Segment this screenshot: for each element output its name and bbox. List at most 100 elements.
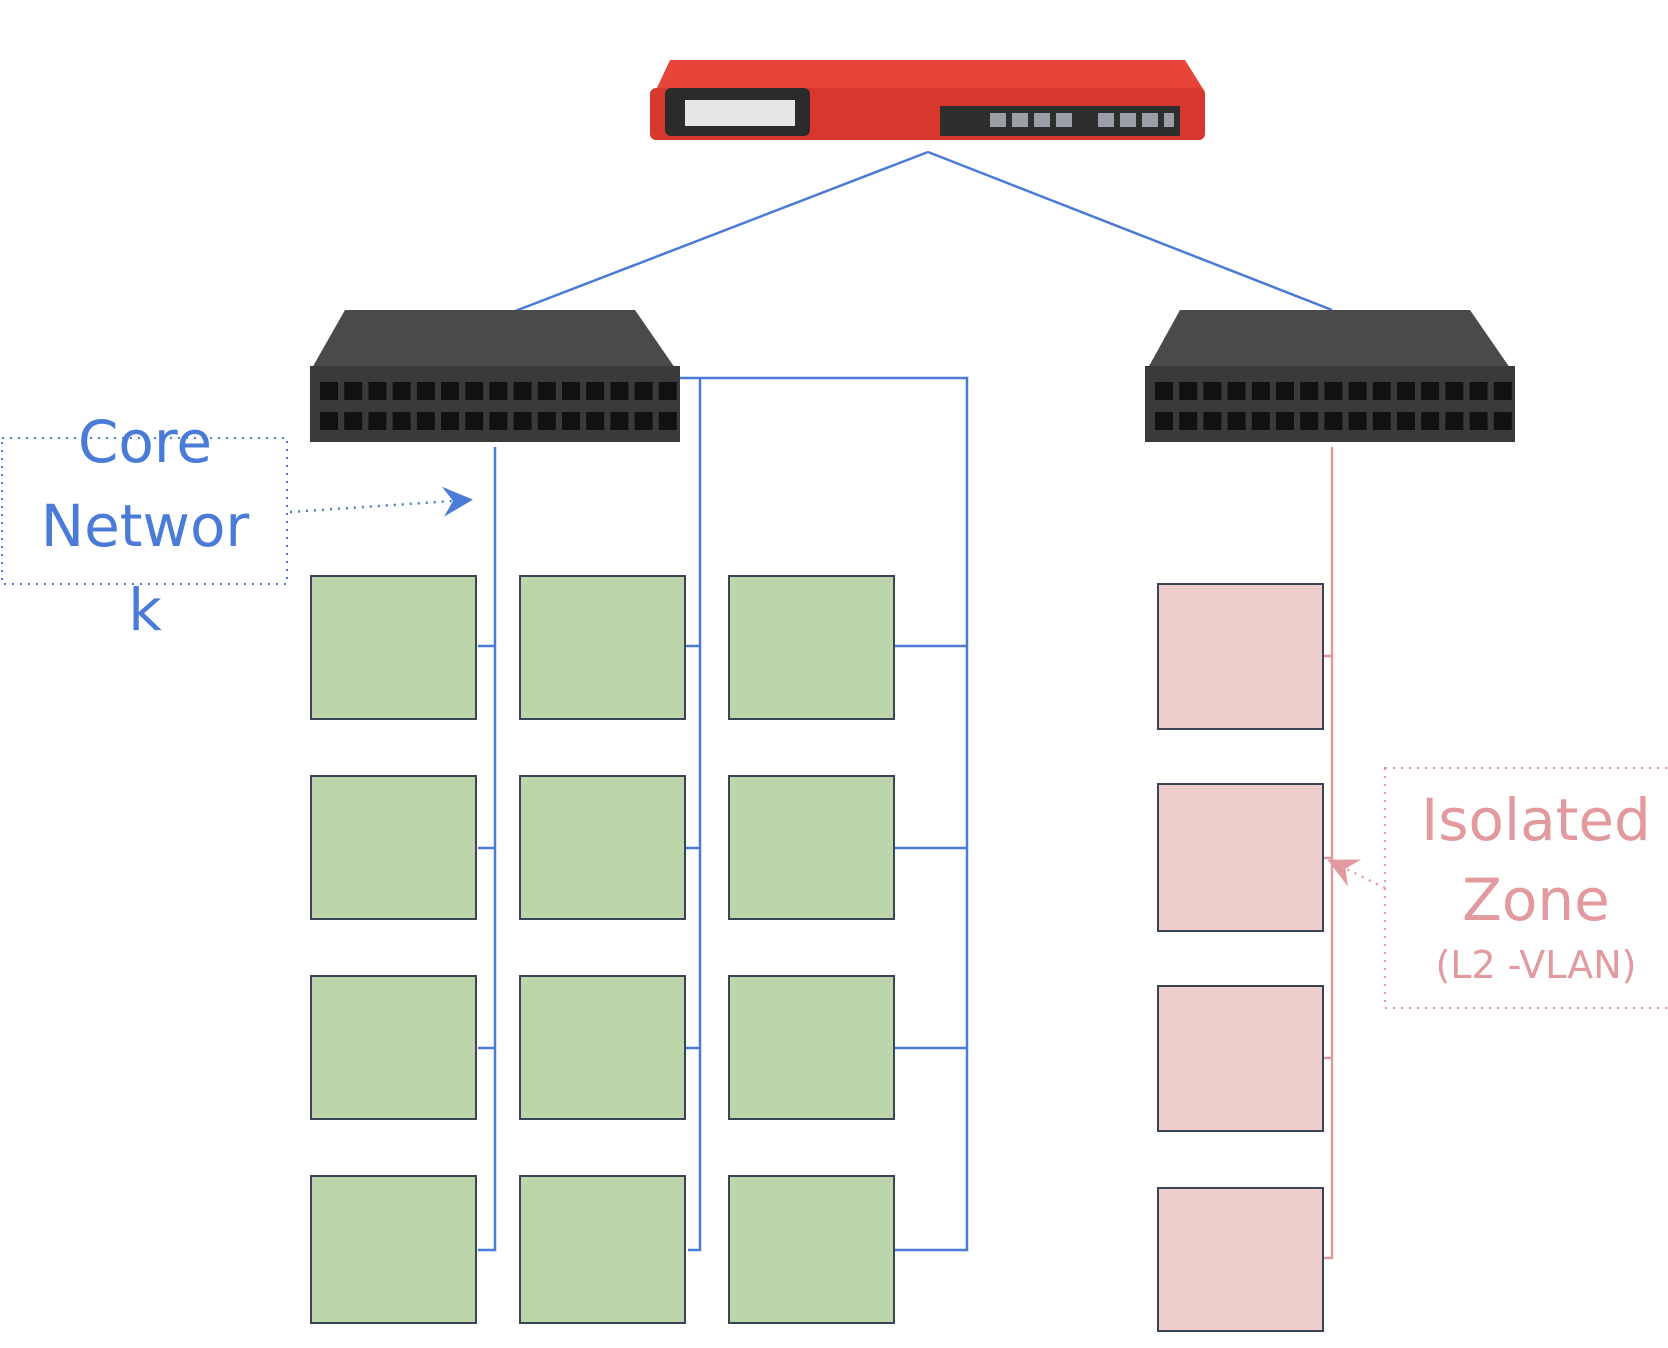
isolated-zone-callout	[1327, 767, 1668, 1009]
switch-port	[1469, 412, 1488, 430]
uplink-isolated	[927, 150, 1333, 312]
core-node	[310, 1175, 477, 1324]
core-node	[310, 975, 477, 1120]
switch-port	[441, 382, 459, 400]
core-bus-1	[478, 447, 497, 1252]
core-node	[519, 775, 686, 920]
isolated-zone-label: Isolated Zone (L2 -VLAN)	[1405, 780, 1667, 990]
uplink-core	[504, 150, 929, 317]
switch-port	[562, 382, 580, 400]
core-network-label-line-2: Networ	[40, 492, 250, 560]
switch-port	[1421, 382, 1440, 400]
switch-port	[1372, 412, 1391, 430]
core-switch-icon	[310, 310, 680, 442]
switch-port	[416, 412, 435, 430]
core-node	[728, 775, 895, 920]
switch-port	[1203, 412, 1222, 430]
switch-port	[489, 382, 508, 400]
switch-port	[1445, 412, 1464, 430]
switch-port	[1300, 412, 1319, 430]
switch-port	[1421, 412, 1440, 430]
switch-port	[1372, 382, 1391, 400]
core-node	[728, 1175, 895, 1324]
switch-port	[1179, 382, 1198, 400]
switch-port	[465, 412, 484, 430]
isolated-bus	[1322, 447, 1334, 1260]
core-bus-2	[688, 378, 702, 1252]
isolated-zone-label-line-1: Isolated	[1421, 786, 1651, 854]
uplinks	[504, 150, 1333, 317]
switch-port	[344, 412, 363, 430]
isolated-zone-sublabel: (L2 -VLAN)	[1435, 943, 1637, 987]
switch-port	[537, 412, 556, 430]
core-network-label: Core Networ k	[10, 400, 280, 652]
switch-port	[610, 412, 629, 430]
switch-port	[441, 412, 459, 430]
switch-port	[1445, 382, 1464, 400]
isolated-callout-arrow	[1327, 859, 1386, 890]
switch-port	[537, 382, 556, 400]
isolated-nodes	[1157, 583, 1324, 1332]
switch-port	[513, 412, 532, 430]
switch-port	[1251, 382, 1270, 400]
core-node	[310, 575, 477, 720]
switch-port	[658, 412, 677, 430]
switch-port	[586, 412, 605, 430]
core-network-callout	[1, 437, 473, 585]
core-node	[519, 1175, 686, 1324]
core-node	[310, 775, 477, 920]
core-bus-3	[680, 376, 969, 1252]
switch-port	[513, 382, 532, 400]
switch-port	[1227, 412, 1246, 430]
switch-port	[634, 382, 653, 400]
switch-port	[368, 382, 387, 400]
switch-port	[1397, 382, 1415, 400]
switch-port	[1397, 412, 1415, 430]
switch-port	[562, 412, 580, 430]
isolated-node	[1157, 1187, 1324, 1332]
switch-port	[1227, 382, 1246, 400]
switch-port	[1276, 412, 1294, 430]
core-network-label-line-3: k	[128, 576, 162, 644]
switch-port	[1203, 382, 1222, 400]
switch-port	[320, 412, 338, 430]
firewall-appliance-icon	[650, 60, 1205, 140]
core-nodes	[310, 575, 895, 1324]
switch-port	[465, 382, 484, 400]
switch-port	[392, 412, 411, 430]
switch-port	[1324, 412, 1343, 430]
core-network-label-line-1: Core	[77, 408, 213, 476]
isolated-node	[1157, 783, 1324, 932]
switch-port	[586, 382, 605, 400]
switch-port	[1300, 382, 1319, 400]
core-node	[728, 575, 895, 720]
switch-port	[1251, 412, 1270, 430]
switch-port	[392, 382, 411, 400]
isolated-node	[1157, 583, 1324, 730]
switch-port	[1179, 412, 1198, 430]
switch-port	[1469, 382, 1488, 400]
core-links	[478, 376, 969, 1252]
switch-port	[1276, 382, 1294, 400]
switch-port	[1155, 412, 1173, 430]
isolated-zone-label-line-2: Zone	[1462, 866, 1610, 934]
switch-port	[1493, 382, 1512, 400]
switch-port	[320, 382, 338, 400]
switch-port	[489, 412, 508, 430]
switch-port	[1348, 412, 1367, 430]
switch-port	[1493, 412, 1512, 430]
core-node	[519, 575, 686, 720]
isolated-node	[1157, 985, 1324, 1132]
switch-port	[634, 412, 653, 430]
switch-port	[1324, 382, 1343, 400]
switch-port	[1348, 382, 1367, 400]
switch-port	[1155, 382, 1173, 400]
switch-port	[344, 382, 363, 400]
switch-port	[416, 382, 435, 400]
core-node	[728, 975, 895, 1120]
core-node	[519, 975, 686, 1120]
core-callout-arrow	[289, 486, 473, 517]
switch-port	[368, 412, 387, 430]
switch-port	[658, 382, 677, 400]
